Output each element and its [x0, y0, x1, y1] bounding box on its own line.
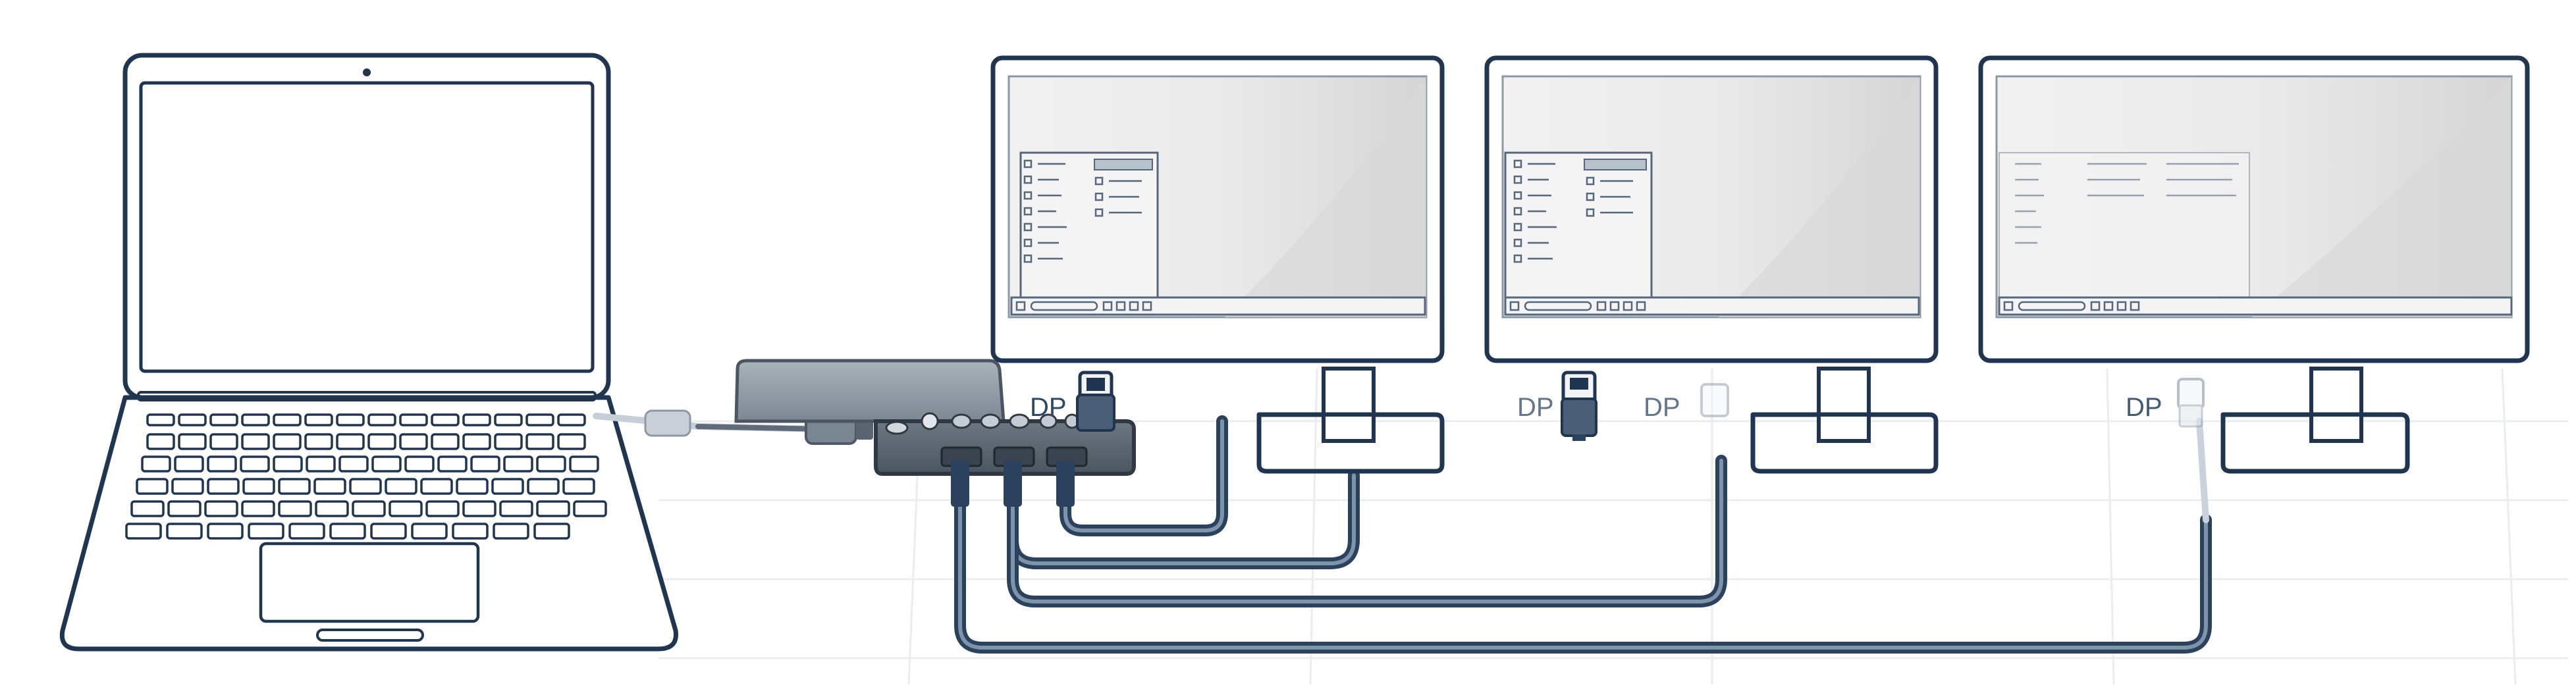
- keyboard-key: [288, 523, 325, 540]
- keyboard-key: [462, 433, 491, 450]
- keyboard-key: [278, 500, 312, 517]
- keyboard-key: [313, 478, 346, 495]
- keyboard-key: [178, 413, 207, 426]
- keyboard: [125, 413, 607, 540]
- keyboard-key: [146, 413, 175, 426]
- keyboard-key: [338, 455, 369, 473]
- keyboard-key: [278, 478, 311, 495]
- dp-label-4: DP: [2126, 393, 2162, 422]
- keyboard-key: [273, 455, 303, 473]
- dp-label-2: DP: [1517, 393, 1554, 422]
- keyboard-key: [241, 413, 270, 426]
- keyboard-key: [462, 413, 491, 426]
- keyboard-key: [204, 500, 238, 517]
- monitor-3: [1978, 55, 2530, 474]
- keyboard-key: [209, 433, 238, 450]
- keyboard-key: [207, 478, 240, 495]
- keyboard-key: [146, 433, 175, 450]
- keyboard-key: [420, 478, 453, 495]
- keyboard-key: [241, 500, 275, 517]
- laptop-icon: [59, 53, 678, 652]
- keyboard-key: [136, 478, 169, 495]
- keyboard-key: [349, 478, 382, 495]
- keyboard-key: [367, 413, 396, 426]
- keyboard-key: [399, 433, 428, 450]
- docking-station-icon: [734, 359, 1136, 476]
- keyboard-key: [370, 523, 407, 540]
- keyboard-key: [536, 455, 566, 473]
- keyboard-key: [431, 433, 460, 450]
- keyboard-key: [491, 478, 524, 495]
- keyboard-key: [141, 455, 171, 473]
- keyboard-key: [527, 478, 560, 495]
- keyboard-key: [499, 500, 533, 517]
- keyboard-key: [494, 413, 523, 426]
- trackpad: [259, 542, 480, 623]
- keyboard-key: [411, 523, 448, 540]
- keyboard-key: [399, 413, 428, 426]
- keyboard-key: [167, 500, 201, 517]
- keyboard-key: [178, 433, 207, 450]
- keyboard-key: [273, 433, 302, 450]
- monitor-1: [990, 55, 1445, 474]
- keyboard-key: [171, 478, 204, 495]
- keyboard-key: [557, 433, 586, 450]
- keyboard-key: [352, 500, 386, 517]
- keyboard-key: [536, 500, 570, 517]
- keyboard-key: [130, 500, 165, 517]
- keyboard-key: [306, 455, 336, 473]
- keyboard-key: [209, 413, 238, 426]
- keyboard-key: [533, 523, 570, 540]
- keyboard-key: [304, 433, 333, 450]
- displayport-plug-icon: [2177, 378, 2205, 428]
- keyboard-key: [493, 523, 529, 540]
- keyboard-key: [315, 500, 349, 517]
- keyboard-key: [385, 478, 417, 495]
- keyboard-key: [367, 433, 396, 450]
- keyboard-key: [207, 523, 244, 540]
- keyboard-key: [336, 413, 365, 426]
- keyboard-key: [431, 413, 460, 426]
- keyboard-key: [557, 413, 586, 426]
- keyboard-key: [404, 455, 435, 473]
- keyboard-key: [437, 455, 468, 473]
- keyboard-key: [494, 433, 523, 450]
- keyboard-key: [329, 523, 366, 540]
- keyboard-key: [207, 455, 237, 473]
- keyboard-key: [525, 413, 554, 426]
- keyboard-key: [525, 433, 554, 450]
- webcam-icon: [363, 68, 371, 76]
- keyboard-key: [174, 455, 204, 473]
- keyboard-key: [240, 455, 270, 473]
- keyboard-key: [242, 478, 275, 495]
- keyboard-key: [336, 433, 365, 450]
- keyboard-key: [248, 523, 284, 540]
- monitor-2: [1484, 55, 1939, 474]
- dp-label-3: DP: [1644, 393, 1680, 422]
- keyboard-key: [569, 455, 599, 473]
- keyboard-key: [562, 478, 595, 495]
- floor-grid: [658, 368, 2568, 685]
- keyboard-key: [470, 455, 500, 473]
- keyboard-key: [462, 500, 496, 517]
- displayport-plug-icon: [1700, 383, 1729, 417]
- keyboard-key: [452, 523, 489, 540]
- keyboard-key: [273, 413, 302, 426]
- keyboard-key: [371, 455, 402, 473]
- keyboard-key: [456, 478, 489, 495]
- keyboard-key: [425, 500, 460, 517]
- keyboard-key: [241, 433, 270, 450]
- keyboard-key: [389, 500, 423, 517]
- keyboard-key: [125, 523, 162, 540]
- keyboard-key: [503, 455, 533, 473]
- displayport-cables: [951, 415, 2212, 654]
- keyboard-key: [573, 500, 607, 517]
- displayport-plug-icon: [1561, 371, 1597, 441]
- displayport-plug-icon: [1076, 371, 1115, 432]
- keyboard-key: [304, 413, 333, 426]
- keyboard-key: [166, 523, 203, 540]
- dp-label-1: DP: [1030, 393, 1067, 422]
